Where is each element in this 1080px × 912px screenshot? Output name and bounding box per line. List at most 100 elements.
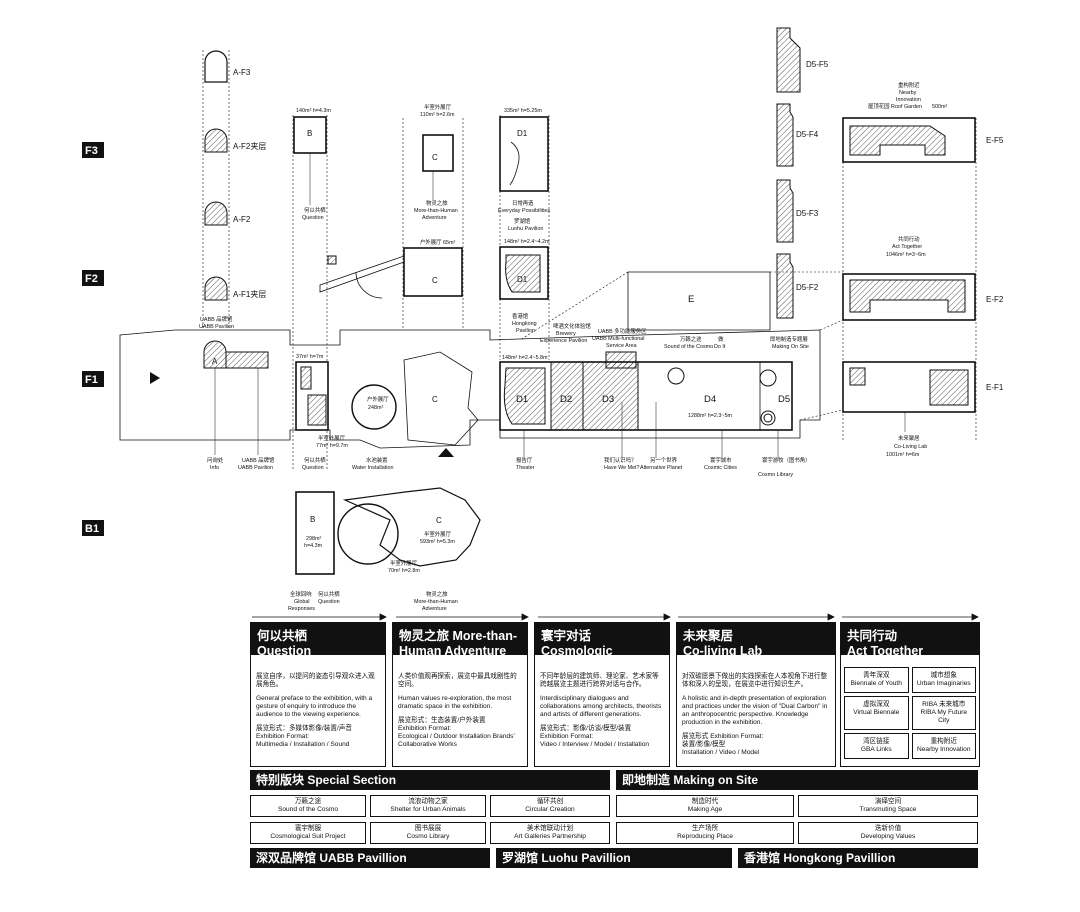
svg-text:D5-F4: D5-F4 (796, 130, 819, 139)
svg-text:另一个世界: 另一个世界 (650, 456, 678, 464)
svg-text:Pavilion: Pavilion (516, 328, 535, 334)
svg-text:Alternative Planet: Alternative Planet (640, 465, 683, 471)
svg-text:全球回响: 全球回响 (290, 590, 312, 598)
making-on-site-title: 即地制造 Making on Site (616, 770, 978, 790)
svg-text:物灵之旅: 物灵之旅 (426, 199, 448, 207)
svg-text:日常再造: 日常再造 (512, 199, 534, 207)
svg-text:110m² h=2.6m: 110m² h=2.6m (420, 112, 455, 118)
pavilion-e: E 重构附近 Nearby Innovation 屋顶花园 Roof Garde… (519, 81, 1004, 458)
svg-text:何以共栖: 何以共栖 (304, 456, 326, 464)
svg-text:做: 做 (718, 335, 724, 343)
svg-text:B1: B1 (85, 523, 99, 535)
svg-text:啤酒文化体验馆: 啤酒文化体验馆 (553, 322, 591, 330)
svg-text:Adventure: Adventure (422, 606, 447, 612)
pavilion-c: 半室外展厅 110m² h=2.6m C 物灵之旅 More-than-Huma… (319, 103, 481, 612)
pavilion-a-levels: A-F3 A-F2夹层 A-F2 A-F1夹层 UABB 品牌馆 UABB Pa… (199, 50, 266, 330)
svg-text:水池装置: 水池装置 (366, 456, 388, 464)
svg-text:F3: F3 (85, 145, 98, 157)
special-section-title: 特别版块 Special Section (250, 770, 610, 790)
svg-text:Global: Global (294, 599, 310, 605)
floor-badge-f2: F2 (82, 270, 104, 286)
svg-text:UABB Pavilion: UABB Pavilion (238, 465, 273, 471)
luohu-pavilion-bar: 罗湖馆 Luohu Pavillion (496, 848, 732, 868)
svg-text:Adventure: Adventure (422, 215, 447, 221)
svg-text:问询处: 问询处 (207, 456, 224, 464)
svg-text:何以共栖: 何以共栖 (318, 590, 340, 598)
svg-text:户外展厅: 户外展厅 (367, 395, 389, 403)
section-more-than-human: 物灵之旅 More-than-Human Adventure 人类价值观再探索，… (392, 622, 528, 767)
svg-text:Info: Info (210, 465, 219, 471)
svg-text:我们认识吗？: 我们认识吗？ (604, 456, 636, 464)
svg-text:h=4.3m: h=4.3m (304, 543, 323, 549)
svg-text:A: A (212, 357, 218, 366)
svg-text:37m² h=7m: 37m² h=7m (296, 354, 324, 360)
svg-text:A-F1夹层: A-F1夹层 (233, 289, 266, 299)
floor-plan-diagram: F3 F2 F1 B1 A-F3 A-F2夹层 A-F2 A-F1夹层 UABB… (82, 27, 1004, 612)
svg-text:UABB Multi-functional: UABB Multi-functional (592, 336, 644, 342)
svg-text:D5-F3: D5-F3 (796, 209, 819, 218)
svg-text:A-F3: A-F3 (233, 68, 251, 77)
svg-text:罗湖馆: 罗湖馆 (514, 217, 531, 225)
svg-text:Have We Met?: Have We Met? (604, 465, 640, 471)
svg-text:UABB 品牌馆: UABB 品牌馆 (200, 315, 233, 323)
svg-text:335m² h=5.25m: 335m² h=5.25m (504, 108, 542, 114)
svg-text:报告厅: 报告厅 (516, 456, 533, 464)
floor-badge-b1: B1 (82, 520, 104, 536)
svg-text:UABB 多功能服务区: UABB 多功能服务区 (598, 327, 647, 335)
svg-text:半室外展厅: 半室外展厅 (318, 434, 346, 442)
svg-text:半室外展厅: 半室外展厅 (424, 103, 452, 111)
svg-text:A-F2夹层: A-F2夹层 (233, 141, 266, 151)
svg-text:C: C (432, 395, 438, 404)
svg-text:D5-F2: D5-F2 (796, 283, 819, 292)
svg-text:1001m² h=6m: 1001m² h=6m (886, 452, 920, 458)
svg-text:E-F1: E-F1 (986, 383, 1004, 392)
svg-text:Question: Question (318, 599, 340, 605)
svg-text:Responses: Responses (288, 606, 315, 612)
svg-text:寰宇城市: 寰宇城市 (710, 456, 732, 464)
svg-text:重构附近: 重构附近 (898, 81, 920, 89)
svg-text:D1: D1 (516, 394, 528, 405)
svg-text:UABB 品牌馆: UABB 品牌馆 (242, 456, 275, 464)
svg-text:Nearby: Nearby (899, 90, 917, 96)
svg-text:Making On Site: Making On Site (772, 344, 809, 350)
svg-text:248m²: 248m² (368, 405, 383, 411)
svg-text:148m² h=2.4~5.8m: 148m² h=2.4~5.8m (502, 355, 548, 361)
svg-text:Luohu Pavilion: Luohu Pavilion (508, 226, 543, 232)
svg-text:户外展厅 65m²: 户外展厅 65m² (420, 238, 456, 246)
svg-text:物灵之旅: 物灵之旅 (426, 590, 448, 598)
svg-text:Brewery: Brewery (556, 331, 576, 337)
svg-text:148m² h=2.4~4.2m: 148m² h=2.4~4.2m (504, 239, 550, 245)
ground-floor-outline (119, 329, 821, 457)
svg-text:未来聚居: 未来聚居 (898, 434, 920, 442)
svg-text:D5: D5 (778, 394, 790, 405)
svg-text:半室外展厅: 半室外展厅 (390, 559, 418, 567)
svg-text:Everyday Possibilities: Everyday Possibilities (498, 208, 550, 214)
svg-text:F2: F2 (85, 273, 98, 285)
svg-text:E-F5: E-F5 (986, 136, 1004, 145)
floor-badge-f1: F1 (82, 371, 104, 387)
svg-text:298m²: 298m² (306, 536, 321, 542)
svg-text:即地制造专题展: 即地制造专题展 (770, 335, 808, 343)
uabb-pavilion-bar: 深双品牌馆 UABB Pavillion (250, 848, 490, 868)
svg-text:500m²: 500m² (932, 104, 947, 110)
svg-text:D5-F5: D5-F5 (806, 60, 829, 69)
section-more-than-human-title: 物灵之旅 More-than-Human Adventure (393, 623, 527, 658)
svg-text:Cosmo Library: Cosmo Library (758, 472, 793, 478)
svg-text:Water Installation: Water Installation (352, 465, 393, 471)
svg-text:Experience Pavilion: Experience Pavilion (540, 338, 587, 344)
svg-text:万籁之途: 万籁之途 (680, 335, 702, 343)
